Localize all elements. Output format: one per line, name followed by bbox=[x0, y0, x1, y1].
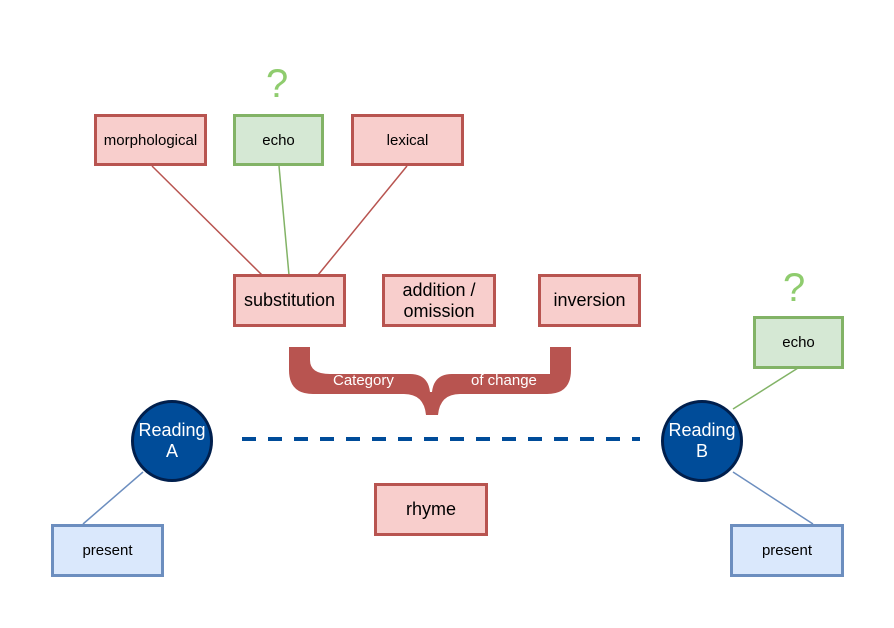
node-substitution: substitution bbox=[233, 274, 346, 327]
edge-lexical-substitution bbox=[317, 165, 408, 276]
node-morphological: morphological bbox=[94, 114, 207, 166]
node-present-left: present bbox=[51, 524, 164, 577]
reading-b-letter: B bbox=[695, 441, 708, 461]
node-addition-omission: addition / omission bbox=[382, 274, 496, 327]
node-lexical: lexical bbox=[351, 114, 464, 166]
node-echo-right: echo bbox=[753, 316, 844, 369]
question-mark-right: ? bbox=[783, 266, 806, 310]
edge-morphological-substitution bbox=[151, 165, 263, 276]
reading-b-label: Reading bbox=[668, 420, 736, 440]
node-rhyme: rhyme bbox=[374, 483, 488, 536]
brace-label-category: Category bbox=[333, 372, 394, 389]
question-mark-top: ? bbox=[266, 62, 289, 106]
category-brace bbox=[289, 347, 571, 415]
edge-reading-a-present bbox=[82, 471, 144, 525]
node-echo-top: echo bbox=[233, 114, 324, 166]
reading-b-node: Reading B bbox=[661, 400, 743, 482]
edge-echo-substitution bbox=[278, 165, 290, 276]
edge-reading-b-echo bbox=[732, 367, 799, 410]
brace-label-of-change: of change bbox=[471, 372, 537, 389]
edge-reading-b-present bbox=[732, 471, 814, 525]
node-inversion: inversion bbox=[538, 274, 641, 327]
node-present-right: present bbox=[730, 524, 844, 577]
reading-a-node: Reading A bbox=[131, 400, 213, 482]
reading-a-letter: A bbox=[165, 441, 178, 461]
reading-a-label: Reading bbox=[138, 420, 206, 440]
